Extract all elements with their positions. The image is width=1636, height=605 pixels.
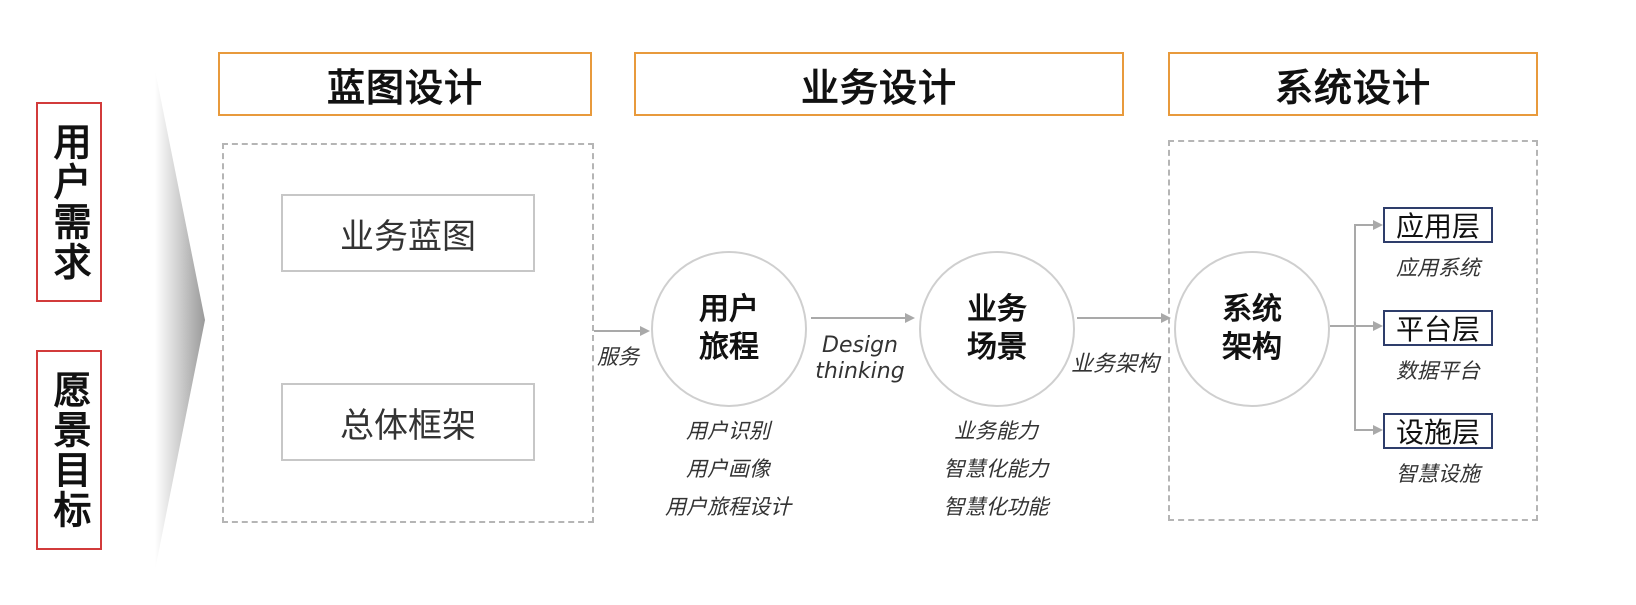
list-item: 用户识别 <box>686 419 770 443</box>
system-architecture-circle: 系统 架构 <box>1174 251 1330 407</box>
circle-line2: 场景 <box>967 330 1027 365</box>
design-thinking-label-line1: Design <box>822 333 898 358</box>
circle-line1: 业务 <box>967 292 1027 327</box>
application-system-label: 应用系统 <box>1396 256 1480 280</box>
application-layer-box: 应用层 <box>1383 207 1493 243</box>
user-journey-circle: 用户 旅程 <box>651 251 807 407</box>
list-item: 业务能力 <box>954 419 1038 443</box>
scenario-item-list: 业务能力 智慧化能力 智慧化功能 <box>944 412 1049 526</box>
data-platform-label: 数据平台 <box>1396 359 1480 383</box>
journey-item-list: 用户识别 用户画像 用户旅程设计 <box>665 412 791 526</box>
blueprint-panel <box>222 143 594 523</box>
circle-line2: 旅程 <box>699 330 759 365</box>
header-system-design: 系统设计 <box>1168 52 1538 116</box>
chevron-wedge-icon <box>155 70 205 570</box>
platform-layer-box: 平台层 <box>1383 310 1493 346</box>
circle-line2: 架构 <box>1222 330 1282 365</box>
design-thinking-label-line2: thinking <box>815 359 905 384</box>
smart-facility-label: 智慧设施 <box>1396 462 1480 486</box>
circle-line1: 系统 <box>1222 292 1282 327</box>
overall-framework-box: 总体框架 <box>281 383 535 461</box>
list-item: 智慧化能力 <box>943 457 1049 481</box>
header-business-design: 业务设计 <box>634 52 1124 116</box>
service-label: 服务 <box>597 345 639 369</box>
list-item: 智慧化功能 <box>943 495 1049 519</box>
list-item: 用户旅程设计 <box>665 495 791 519</box>
vision-goals-label: 愿景目标 <box>36 350 102 550</box>
facility-layer-box: 设施层 <box>1383 413 1493 449</box>
business-architecture-label: 业务架构 <box>1071 352 1160 377</box>
user-needs-label: 用户需求 <box>36 102 102 302</box>
business-blueprint-box: 业务蓝图 <box>281 194 535 272</box>
list-item: 用户画像 <box>686 457 770 481</box>
header-blueprint-design: 蓝图设计 <box>218 52 592 116</box>
system-panel <box>1168 140 1538 521</box>
circle-line1: 用户 <box>699 292 759 327</box>
business-scenario-circle: 业务 场景 <box>919 251 1075 407</box>
